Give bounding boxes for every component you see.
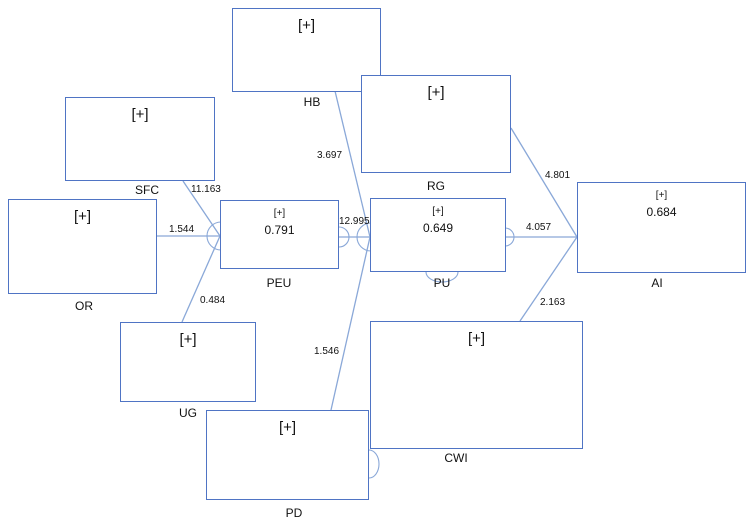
node-label-pu: PU xyxy=(433,276,451,290)
edge-rg-ai xyxy=(510,127,578,238)
node-label-peu: PEU xyxy=(266,276,292,290)
arc-pu-out xyxy=(504,227,515,247)
node-pu[interactable]: [+] 0.649 xyxy=(370,198,506,272)
node-rg[interactable]: [+] xyxy=(361,75,511,173)
arc-pu-bottom xyxy=(425,271,459,283)
expand-marker[interactable]: [+] xyxy=(131,106,149,123)
arc-pd-right xyxy=(368,449,380,479)
edge-sfc-peu xyxy=(182,180,221,237)
coef-pu-ai: 4.057 xyxy=(526,222,552,233)
expand-marker[interactable]: [+] xyxy=(432,206,444,217)
node-label-ai: AI xyxy=(651,276,663,290)
node-peu[interactable]: [+] 0.791 xyxy=(220,200,339,269)
edge-ug-peu xyxy=(181,235,221,323)
node-sfc[interactable]: [+] xyxy=(65,97,215,181)
node-label-cwi: CWI xyxy=(444,451,468,465)
coef-rg-ai: 4.801 xyxy=(545,170,571,181)
node-label-or: OR xyxy=(75,299,93,313)
coef-ug-peu: 0.484 xyxy=(200,295,226,306)
arc-peu-out xyxy=(338,226,350,248)
node-cwi[interactable]: [+] xyxy=(370,321,583,449)
node-label-sfc: SFC xyxy=(135,183,159,197)
coef-pd-pu: 1.546 xyxy=(314,346,340,357)
arc-peu-in xyxy=(206,221,222,251)
r-squared-pu: 0.649 xyxy=(422,221,454,235)
coef-peu-pu: 12.995 xyxy=(339,216,370,227)
arc-pu-in xyxy=(356,222,372,252)
expand-marker[interactable]: [+] xyxy=(427,84,445,101)
coef-sfc-peu: 11.163 xyxy=(191,184,221,195)
node-label-pd: PD xyxy=(285,506,303,520)
expand-marker[interactable]: [+] xyxy=(179,331,197,348)
r-squared-ai: 0.684 xyxy=(646,205,677,219)
edge-hb-pu xyxy=(334,90,371,238)
node-ai[interactable]: [+] 0.684 xyxy=(577,182,746,273)
node-or[interactable]: [+] xyxy=(8,199,157,294)
expand-marker[interactable]: [+] xyxy=(655,190,668,201)
node-ug[interactable]: [+] xyxy=(120,322,256,402)
expand-marker[interactable]: [+] xyxy=(278,419,297,436)
r-squared-peu: 0.791 xyxy=(264,223,295,237)
expand-marker[interactable]: [+] xyxy=(467,330,486,347)
node-label-hb: HB xyxy=(303,95,321,109)
coef-hb-pu: 3.697 xyxy=(317,150,343,161)
coef-cwi-ai: 2.163 xyxy=(540,297,566,308)
expand-marker[interactable]: [+] xyxy=(297,17,316,34)
expand-marker[interactable]: [+] xyxy=(273,208,286,219)
edge-cwi-ai xyxy=(519,236,578,322)
edge-pd-pu xyxy=(330,236,371,411)
coef-or-peu: 1.544 xyxy=(169,224,195,235)
expand-marker[interactable]: [+] xyxy=(73,208,92,225)
node-label-ug: UG xyxy=(179,406,197,420)
node-label-rg: RG xyxy=(427,179,445,193)
node-pd[interactable]: [+] xyxy=(206,410,369,500)
node-hb[interactable]: [+] xyxy=(232,8,381,92)
